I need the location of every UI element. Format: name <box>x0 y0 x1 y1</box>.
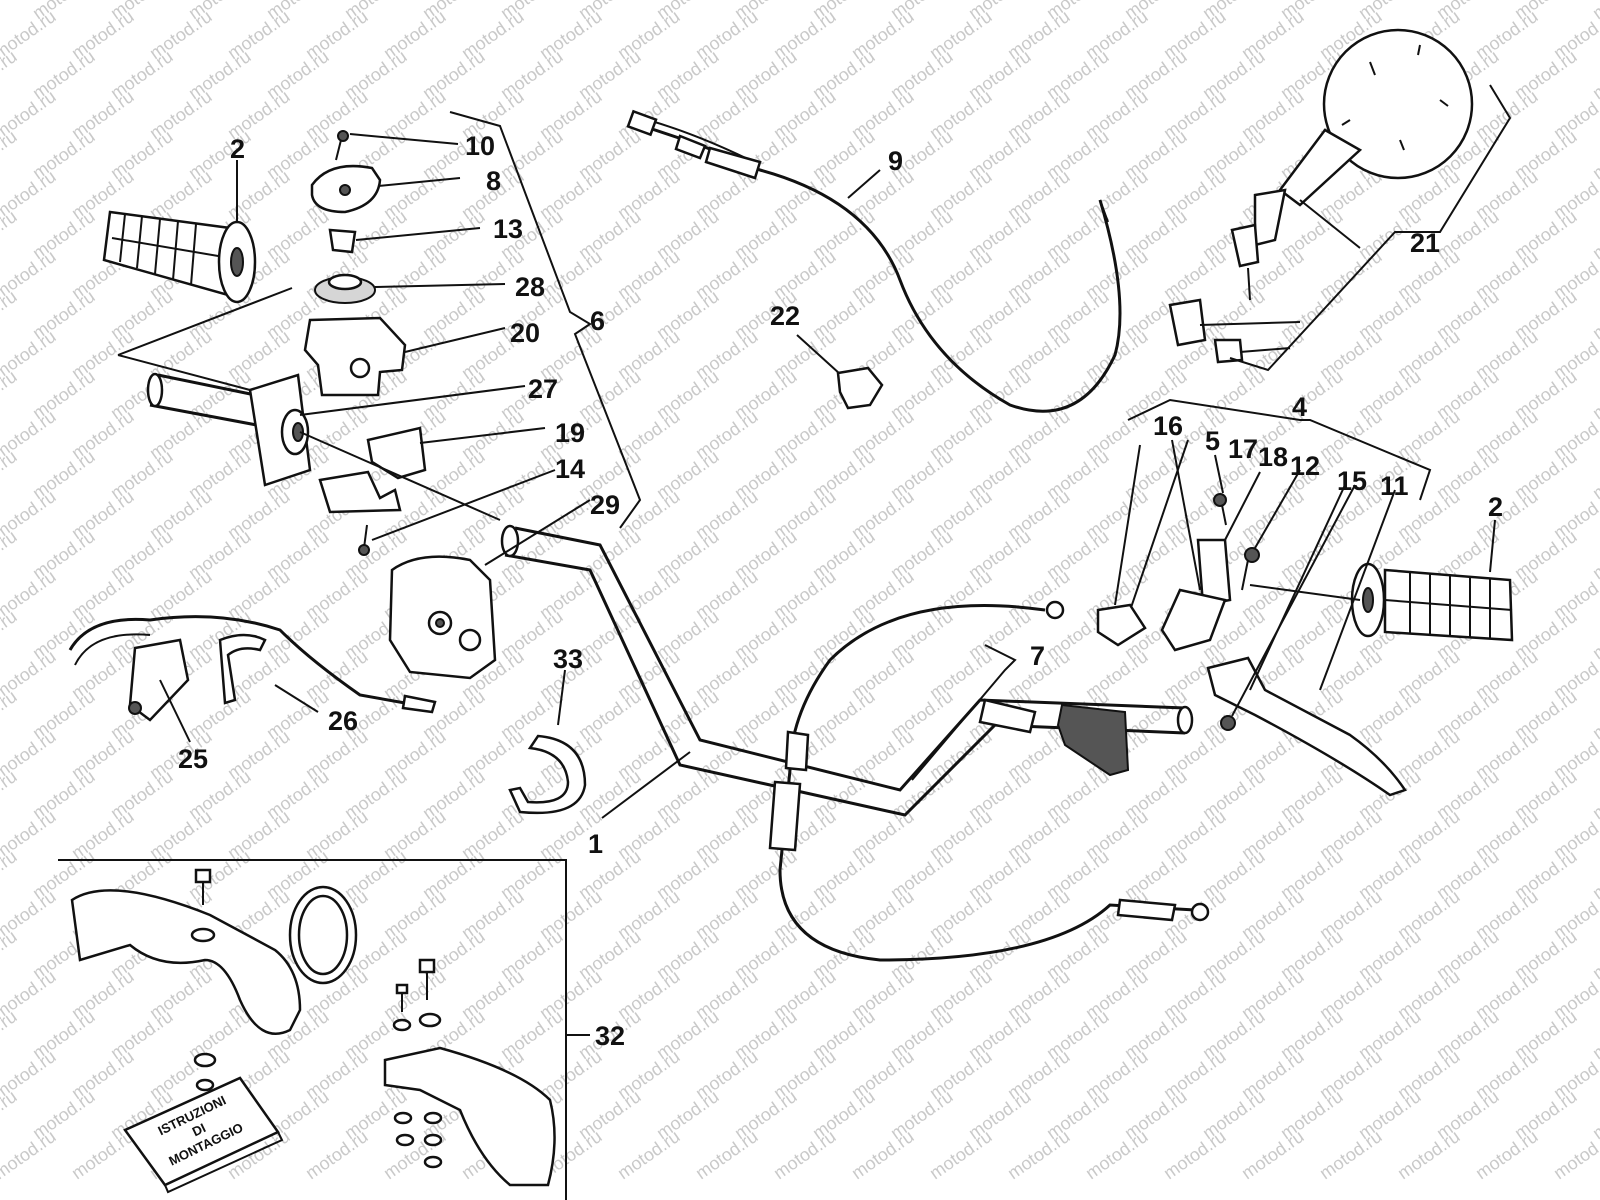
watermark-text: motod.ru <box>0 0 20 23</box>
watermark-text: motod.ru <box>0 286 20 343</box>
watermark-text: motod.ru <box>770 1126 840 1183</box>
watermark-text: motod.ru <box>0 606 20 663</box>
clamp <box>508 734 587 815</box>
watermark-text: motod.ru <box>1238 1126 1308 1183</box>
watermark-text: motod.ru <box>1004 1126 1074 1183</box>
callout-27: 27 <box>528 374 558 404</box>
watermark-text: motod.ru <box>0 1086 20 1143</box>
callout-7: 7 <box>1030 641 1045 671</box>
watermark-text: motod.ru <box>0 366 20 423</box>
bracket-6 <box>449 111 642 529</box>
callout-14: 14 <box>555 454 585 484</box>
callout-10: 10 <box>465 131 495 161</box>
throttle-assembly <box>248 130 501 680</box>
watermark-text: motod.ru <box>1394 1126 1464 1183</box>
clutch-cable <box>768 600 1210 962</box>
callout-20: 20 <box>510 318 540 348</box>
watermark-text: motod.ru <box>0 446 20 503</box>
clutch-assembly <box>1096 493 1407 797</box>
callout-16: 16 <box>1153 411 1183 441</box>
callout-29: 29 <box>590 490 620 520</box>
callout-labels: 1 2 2 4 5 6 7 8 9 10 11 12 13 14 15 16 1… <box>178 131 1503 1051</box>
bracket-21 <box>1229 84 1512 372</box>
choke-lever <box>68 615 437 722</box>
watermark-text: motod.ru <box>0 766 20 823</box>
callout-15: 15 <box>1337 466 1367 496</box>
leader-lines <box>117 133 1496 819</box>
hand-guard-kit: ISTRUZIONI DI MONTAGGIO <box>58 859 590 1200</box>
callout-1: 1 <box>588 829 603 859</box>
callout-19: 19 <box>555 418 585 448</box>
callout-25: 25 <box>178 744 208 774</box>
callout-22: 22 <box>770 301 800 331</box>
left-grip <box>102 210 257 304</box>
watermark-text: motod.ru <box>1550 1126 1600 1183</box>
callout-11: 11 <box>1380 471 1409 501</box>
callout-4: 4 <box>1292 392 1307 422</box>
right-grip <box>1350 562 1514 642</box>
watermark-text: motod.ru <box>0 206 20 263</box>
bracket-7 <box>911 644 1017 781</box>
callout-18: 18 <box>1258 442 1288 472</box>
cable-clip <box>836 366 884 410</box>
watermark-text: motod.ru <box>1472 1126 1542 1183</box>
watermark-text: motod.ru <box>1082 1126 1152 1183</box>
watermark-text: motod.ru <box>0 846 20 903</box>
callout-33: 33 <box>553 644 583 674</box>
watermark-text: motod.ru <box>0 526 20 583</box>
watermark-text: motod.ru <box>380 1126 450 1183</box>
watermark-text: motod.ru <box>1316 1126 1386 1183</box>
watermark-text: motod.ru <box>848 1126 918 1183</box>
watermark-text: motod.ru <box>0 1006 20 1063</box>
bracket-4 <box>1127 398 1432 501</box>
watermark-text: motod.ru <box>614 1126 684 1183</box>
callout-2-left: 2 <box>230 134 245 164</box>
callout-9: 9 <box>888 146 903 176</box>
watermark-text: motod.ru <box>0 1126 59 1183</box>
callout-13: 13 <box>493 214 523 244</box>
callout-12: 12 <box>1290 451 1320 481</box>
callout-28: 28 <box>515 272 545 302</box>
choke-leaders <box>159 679 319 743</box>
watermark-text: motod.ru <box>926 1126 996 1183</box>
callout-2-right: 2 <box>1488 492 1503 522</box>
callout-21: 21 <box>1410 228 1440 258</box>
watermark-text: motod.ru <box>0 926 20 983</box>
throttle-cable <box>626 109 1122 413</box>
watermark-text: motod.ru <box>0 126 20 183</box>
clutch-leaders <box>1114 444 1396 717</box>
mirror-leaders <box>1199 199 1361 353</box>
watermark-text: motod.ru <box>1160 1126 1230 1183</box>
watermark-text: motod.ru <box>0 686 20 743</box>
booklet-line-2: DI <box>190 1120 208 1139</box>
watermark-text: motod.ru <box>692 1126 762 1183</box>
mirror <box>1168 28 1474 364</box>
callout-17: 17 <box>1228 434 1258 464</box>
callout-6: 6 <box>590 306 605 336</box>
callout-26: 26 <box>328 706 358 736</box>
watermark-text: motod.ru <box>1589 0 1600 23</box>
callout-5: 5 <box>1205 426 1220 456</box>
callout-32: 32 <box>595 1021 625 1051</box>
watermark-text: motod.ru <box>0 46 20 103</box>
watermark-text: motod.ru <box>302 1126 372 1183</box>
callout-8: 8 <box>486 166 501 196</box>
